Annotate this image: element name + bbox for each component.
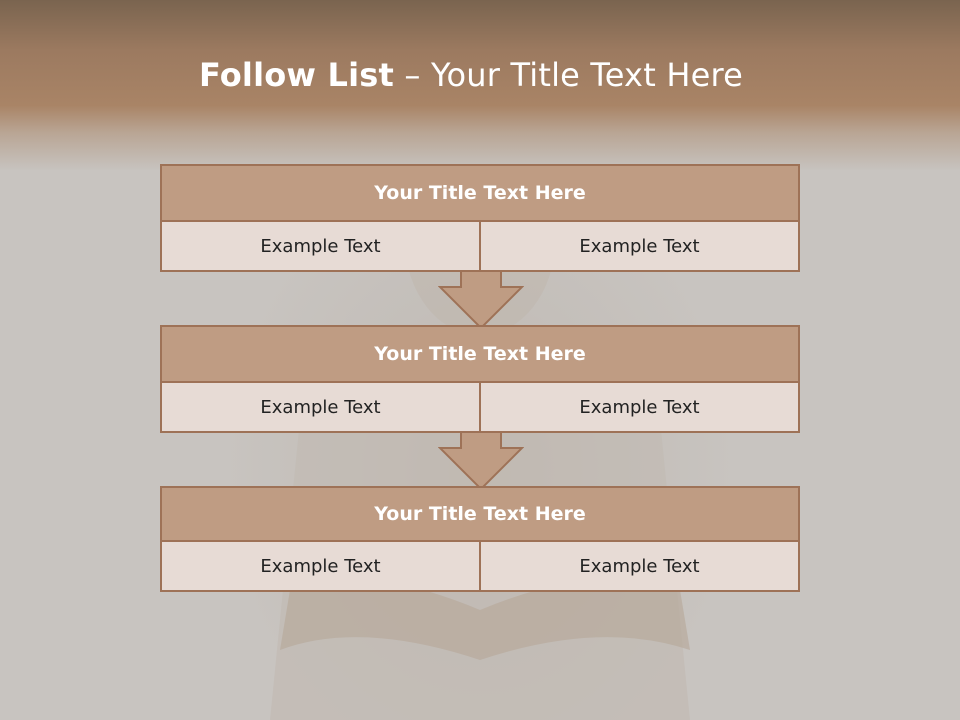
title-bold-part: Follow List [198,56,395,94]
flow-step-left-text: Example Text [162,222,479,270]
title-band [0,0,960,170]
down-arrow-icon [438,431,524,491]
down-arrow-icon [438,270,524,330]
title-rest-part: – Your Title Text Here [394,56,744,94]
flow-step-right-text: Example Text [479,542,798,590]
flow-step-left-text: Example Text [162,542,479,590]
flow-step-heading: Your Title Text Here [162,488,798,542]
flow-step-2: Your Title Text Here Example Text Exampl… [160,325,800,433]
flow-step-left-text: Example Text [162,383,479,431]
flow-step-row: Example Text Example Text [162,542,798,590]
flow-step-row: Example Text Example Text [162,383,798,431]
flow-step-heading: Your Title Text Here [162,327,798,383]
flow-step-3: Your Title Text Here Example Text Exampl… [160,486,800,592]
flow-step-row: Example Text Example Text [162,222,798,270]
flow-step-right-text: Example Text [479,222,798,270]
flow-step-heading: Your Title Text Here [162,166,798,222]
flow-step-1: Your Title Text Here Example Text Exampl… [160,164,800,272]
slide-title: Follow List – Your Title Text Here [0,56,942,94]
flow-step-right-text: Example Text [479,383,798,431]
